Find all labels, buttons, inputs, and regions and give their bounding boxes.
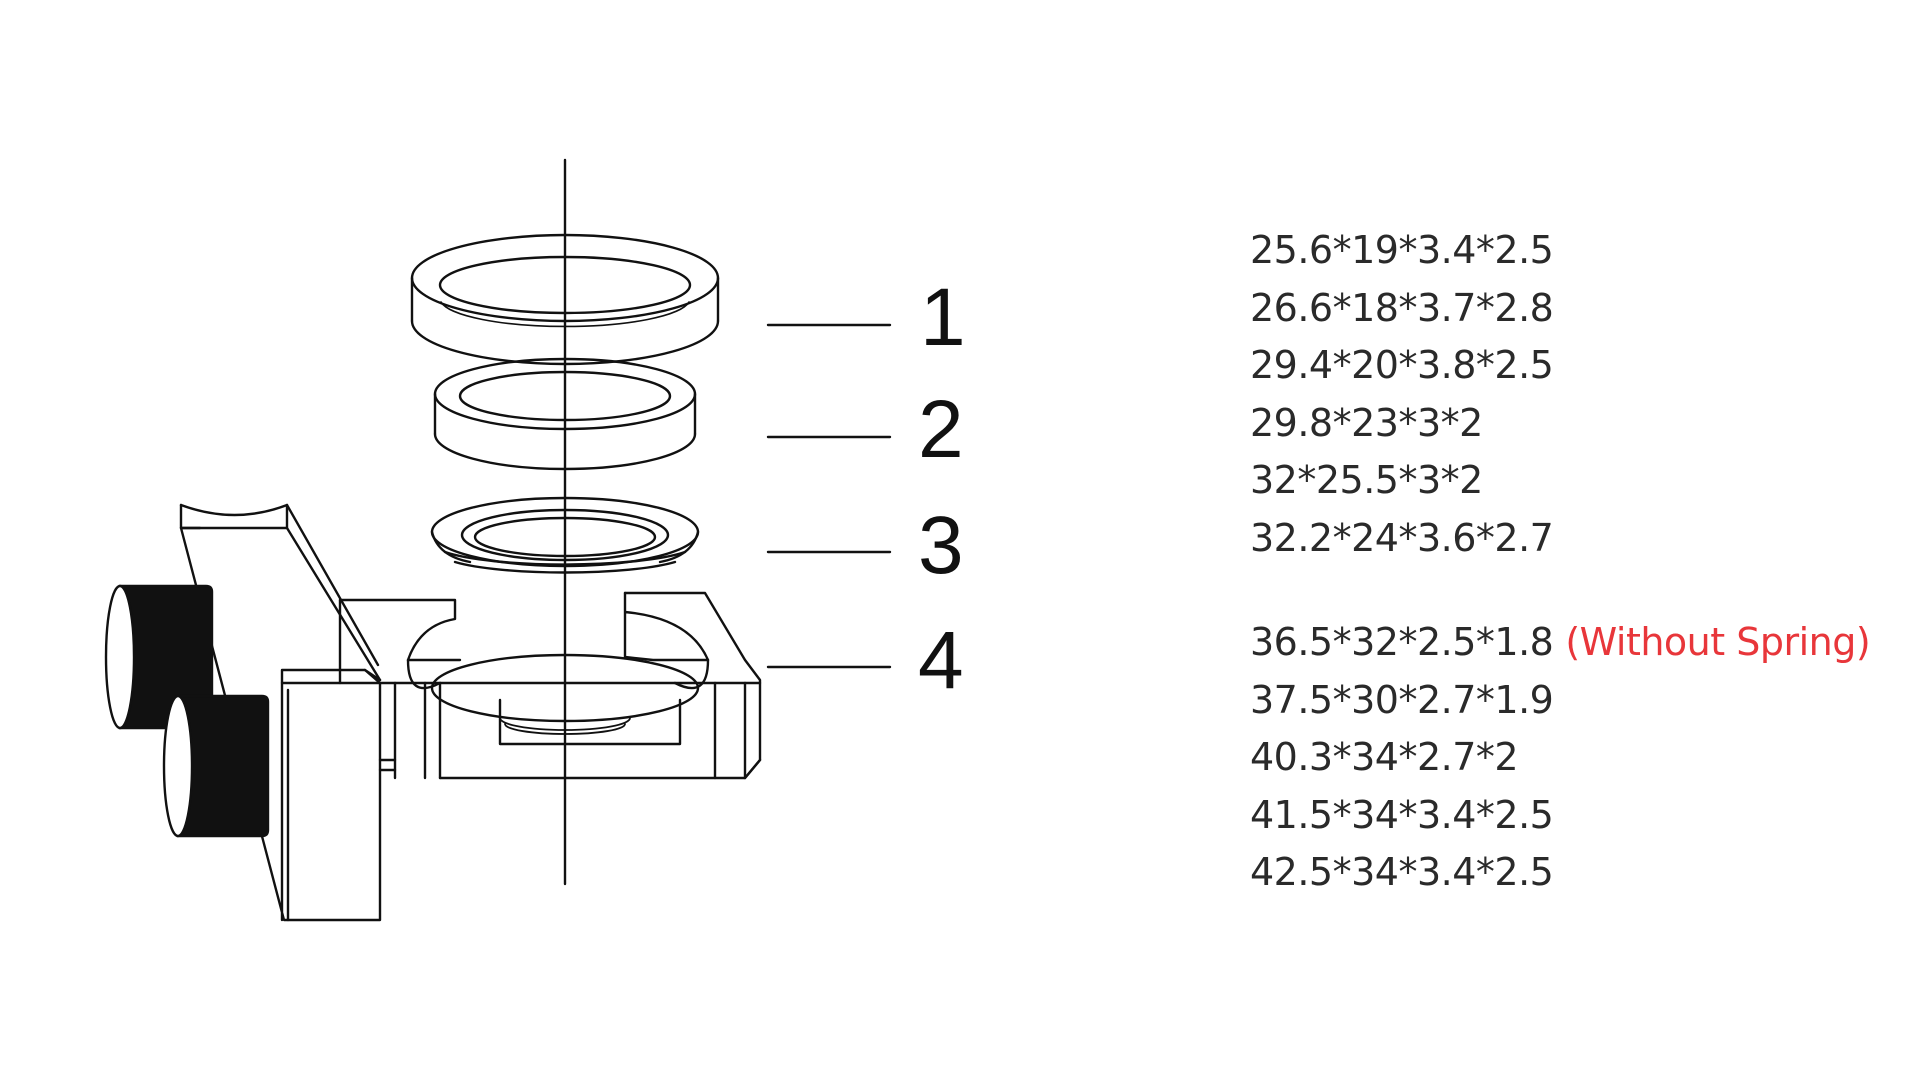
spec-size: 29.8*23*3*2 bbox=[1250, 400, 1483, 445]
spec-size: 29.4*20*3.8*2.5 bbox=[1250, 343, 1554, 387]
spec-item: 32*25.5*3*2 bbox=[1250, 452, 1553, 510]
spec-size: 32*25.5*3*2 bbox=[1250, 458, 1483, 502]
callout-number-2: 2 bbox=[918, 384, 964, 475]
spec-item: 40.3*34*2.7*2 bbox=[1250, 729, 1870, 787]
spec-item: 25.6*19*3.4*2.5 bbox=[1250, 222, 1554, 280]
spec-item: 32.2*24*3.6*2.7 bbox=[1250, 510, 1554, 568]
spec-item: 37.5*30*2.7*1.9 bbox=[1250, 672, 1870, 730]
spec-list-group-1: 25.6*19*3.4*2.5 26.6*18*3.7*2.8 29.4*20*… bbox=[1250, 222, 1554, 568]
part-1-top-cap bbox=[410, 233, 720, 366]
spec-size: 36.5*32*2.5*1.8 bbox=[1250, 620, 1554, 664]
without-spring-note: (Without Spring) bbox=[1565, 620, 1871, 664]
spec-size: 25.6*19*3.4*2.5 bbox=[1250, 228, 1554, 272]
spec-item: 36.5*32*2.5*1.8(Without Spring) bbox=[1250, 614, 1871, 672]
spec-size: 26.6*18*3.7*2.8 bbox=[1250, 285, 1554, 330]
spec-list-group-2: 36.5*32*2.5*1.8(Without Spring) 37.5*30*… bbox=[1250, 614, 1871, 902]
part-3-bearing bbox=[430, 496, 700, 574]
spec-size: 40.3*34*2.7*2 bbox=[1250, 735, 1519, 779]
spec-item: 42.5*34*3.4*2.5 bbox=[1250, 844, 1870, 902]
callout-number-4: 4 bbox=[918, 615, 964, 706]
bolt-upper bbox=[104, 584, 214, 730]
part-4-frame-assembly bbox=[179, 503, 762, 922]
spec-item: 29.4*20*3.8*2.5 bbox=[1250, 337, 1554, 395]
spec-item: 26.6*18*3.7*2.8 bbox=[1250, 280, 1554, 338]
callout-number-1: 1 bbox=[920, 272, 966, 363]
spec-size: 42.5*34*3.4*2.5 bbox=[1250, 850, 1554, 894]
callout-number-3: 3 bbox=[918, 500, 964, 591]
spec-size: 32.2*24*3.6*2.7 bbox=[1250, 515, 1554, 560]
bolt-lower bbox=[162, 694, 270, 838]
spec-size: 41.5*34*3.4*2.5 bbox=[1250, 792, 1554, 837]
part-2-spacer-ring bbox=[433, 357, 697, 471]
spec-item: 41.5*34*3.4*2.5 bbox=[1250, 787, 1870, 845]
spec-item: 29.8*23*3*2 bbox=[1250, 395, 1553, 453]
spec-size: 37.5*30*2.7*1.9 bbox=[1250, 677, 1554, 722]
